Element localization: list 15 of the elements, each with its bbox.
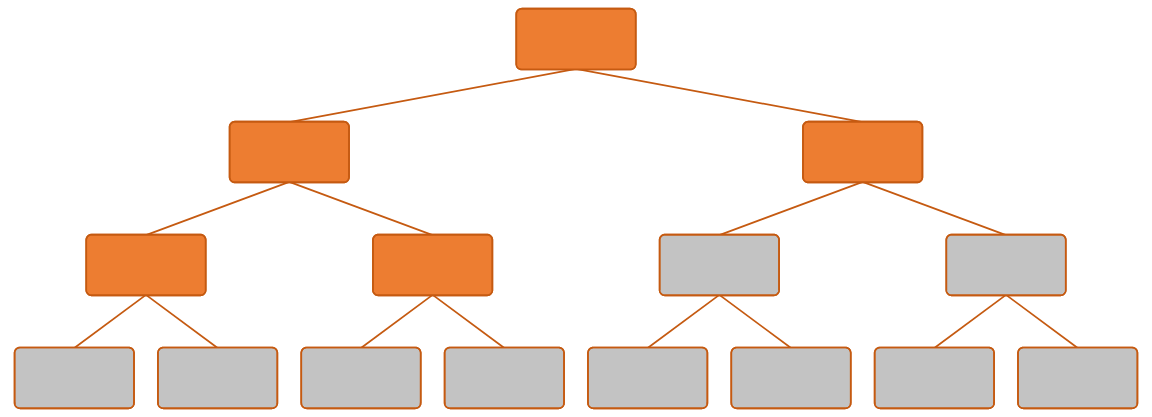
tree-node-box xyxy=(587,346,709,410)
tree-node-box xyxy=(802,120,924,184)
tree-node-box xyxy=(730,346,852,410)
tree-node-box xyxy=(443,346,565,410)
tree-node-box xyxy=(157,346,279,410)
tree-node-box xyxy=(300,346,422,410)
tree-node-box xyxy=(85,233,207,297)
tree-node-box xyxy=(873,346,995,410)
tree-node-box xyxy=(13,346,135,410)
tree-node-box xyxy=(515,7,637,71)
tree-node-box xyxy=(945,233,1067,297)
tree-node-box xyxy=(1017,346,1139,410)
tree-node-box xyxy=(658,233,780,297)
tree-node-box xyxy=(228,120,350,184)
tree-node-box xyxy=(372,233,494,297)
